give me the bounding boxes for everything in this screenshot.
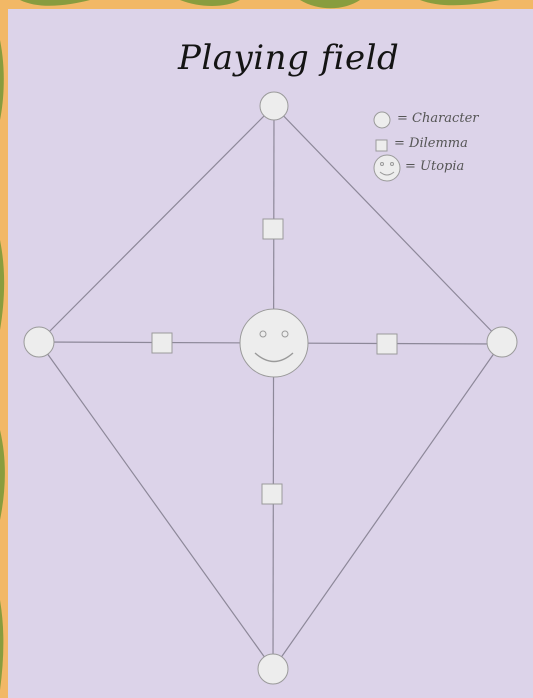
character-node-top: [260, 92, 288, 120]
legend-dilemma-icon: [376, 140, 387, 151]
utopia-node-center: [240, 309, 308, 377]
legend-dilemma-label: = Dilemma: [394, 136, 468, 151]
legend-utopia-icon: [374, 155, 400, 181]
axis-vertical: [273, 106, 274, 669]
legend-utopia-label: = Utopia: [405, 159, 464, 174]
dilemma-node-left: [152, 333, 172, 353]
dilemma-node-lower: [262, 484, 282, 504]
character-node-left: [24, 327, 54, 357]
edge-right-bottom: [273, 342, 502, 669]
page-title: Playing field: [178, 38, 378, 78]
character-node-bottom: [258, 654, 288, 684]
legend-character-label: = Character: [397, 111, 478, 126]
dilemma-node-right: [377, 334, 397, 354]
edge-left-bottom: [39, 342, 273, 669]
character-node-right: [487, 327, 517, 357]
edge-top-left: [39, 106, 274, 342]
dilemma-node-upper: [263, 219, 283, 239]
legend-character-icon: [374, 112, 390, 128]
